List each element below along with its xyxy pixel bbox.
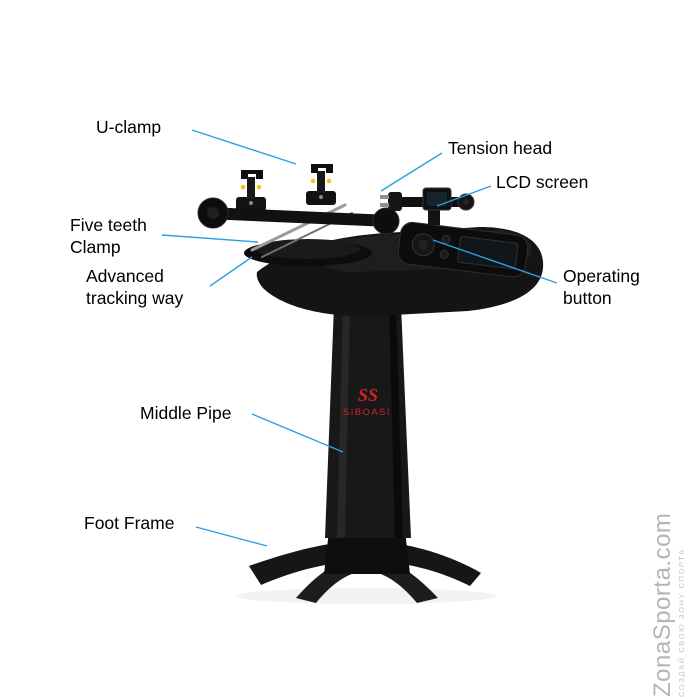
middle-pipe-highlight — [337, 305, 350, 538]
clamp-left-accent-1 — [240, 184, 246, 190]
callout-operating-button-line1: Operating — [563, 266, 640, 286]
tension-knob-center — [463, 199, 469, 205]
foot-frame-cross-bar — [249, 541, 481, 586]
gripper-jaw-top — [380, 195, 389, 199]
machine-head — [256, 221, 544, 317]
callout-five-teeth-clamp-line1: Five teeth — [70, 215, 147, 235]
operating-dial-center — [418, 239, 429, 250]
callout-advanced-tracking-line1: Advanced — [86, 266, 164, 286]
clamp-left-accent-2 — [256, 184, 262, 190]
operating-button-line — [432, 239, 558, 284]
turntable — [244, 239, 372, 266]
support-arm — [197, 197, 400, 235]
middle-pipe-shade — [389, 305, 403, 538]
clamp-right-screw — [319, 195, 323, 199]
watermark: ZonaSporta.com СОЗДАЙ СВОЮ ЗОНУ СПОРТА — [649, 512, 686, 697]
ground-shadow — [236, 588, 496, 604]
callout-lcd-screen: LCD screen — [496, 172, 589, 192]
tension-head-gripper — [388, 192, 402, 211]
clamp-right-jaws — [311, 164, 333, 173]
watermark-text: ZonaSporta.com — [649, 512, 676, 697]
u-clamp — [306, 164, 336, 205]
arm-disc-left-hub — [207, 207, 219, 219]
callout-operating-button: Operating button — [563, 265, 640, 309]
callout-foot-frame: Foot Frame — [84, 513, 175, 533]
watermark-tagline: СОЗДАЙ СВОЮ ЗОНУ СПОРТА — [677, 548, 686, 697]
callout-five-teeth-clamp: Five teeth Clamp — [70, 214, 147, 258]
clamp-right-accent-1 — [310, 178, 316, 184]
callout-operating-button-line2: button — [563, 288, 612, 308]
leader-lines — [161, 129, 558, 547]
middle-pipe: SS SIBOASI — [325, 305, 411, 538]
callout-tension-head: Tension head — [448, 138, 553, 158]
callout-advanced-tracking: Advanced tracking way — [86, 265, 183, 309]
clamp-right-post — [317, 171, 325, 193]
callout-u-clamp: U-clamp — [96, 117, 162, 137]
clamp-left-post — [247, 177, 255, 199]
clamp-left-jaws — [241, 170, 263, 179]
foot-frame-line — [195, 526, 268, 547]
five-teeth-clamp-line — [161, 234, 259, 243]
callout-advanced-tracking-line2: tracking way — [86, 288, 184, 308]
u-clamp-line — [191, 129, 297, 165]
tension-head-post — [428, 207, 440, 225]
clamp-right-accent-2 — [326, 178, 332, 184]
clamp-left-screw — [249, 201, 253, 205]
brand-logo: SS — [358, 385, 378, 405]
advanced-tracking-line — [209, 256, 253, 287]
middle-pipe-line — [251, 413, 344, 453]
operating-button-top — [441, 235, 451, 245]
lcd-screen-line — [436, 185, 492, 207]
operating-button-bottom — [439, 249, 449, 259]
callout-middle-pipe: Middle Pipe — [140, 403, 232, 423]
callout-five-teeth-clamp-line2: Clamp — [70, 237, 121, 257]
turntable-disc-top — [256, 239, 360, 259]
five-teeth-clamp — [236, 170, 266, 211]
support-arm-bar — [206, 207, 392, 227]
tension-head-line — [380, 152, 443, 192]
lcd-screen — [422, 187, 452, 211]
arm-disc-right — [372, 207, 400, 235]
gripper-jaw-bottom — [380, 203, 389, 207]
lcd-panel — [427, 192, 447, 206]
brand-name: SIBOASI — [343, 407, 391, 418]
control-panel — [397, 221, 529, 278]
